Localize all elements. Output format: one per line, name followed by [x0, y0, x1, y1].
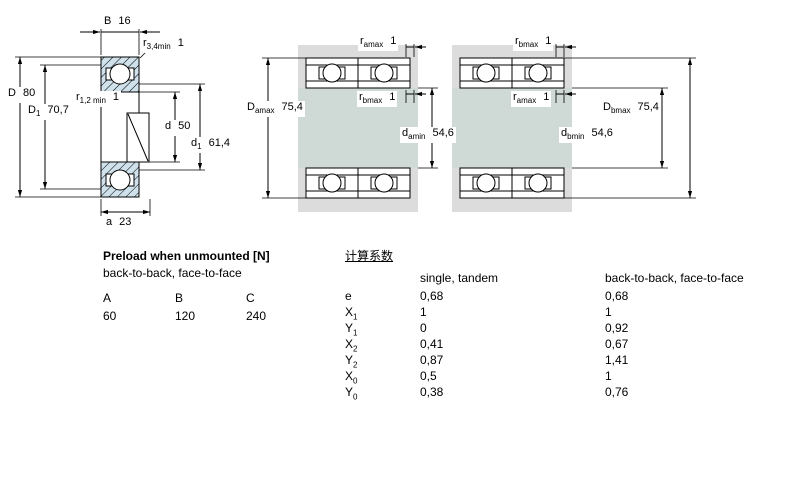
factors-row-x0: X0 0,5 1 — [345, 369, 775, 386]
factor-value-btb: 0,76 — [605, 385, 629, 399]
pair-b-dimensions — [555, 44, 696, 199]
preload-title: Preload when unmounted [N] — [103, 249, 270, 263]
factor-value-btb: 0,67 — [605, 337, 629, 351]
factor-value-btb: 1,41 — [605, 353, 629, 367]
factors-row-e: e 0,68 0,68 — [345, 289, 775, 304]
factor-symbol: Y1 — [345, 321, 358, 338]
factor-value-single: 1 — [420, 305, 427, 319]
factor-value-single: 0,38 — [420, 385, 444, 399]
factor-value-single: 0,5 — [420, 369, 437, 383]
paired-bearing-drawing-b — [451, 44, 573, 213]
factors-col1-header: single, tandem — [420, 271, 499, 285]
factors-row-x2: X2 0,41 0,67 — [345, 337, 775, 354]
preload-subtitle: back-to-back, face-to-face — [103, 266, 242, 280]
factor-value-single: 0,87 — [420, 353, 444, 367]
factor-value-btb: 0,68 — [605, 289, 629, 303]
preload-header-a: A — [103, 291, 112, 305]
preload-header-b: B — [175, 291, 184, 305]
factor-value-single: 0 — [420, 321, 427, 335]
factor-symbol: Y2 — [345, 353, 358, 370]
factor-value-btb: 1 — [605, 305, 612, 319]
factors-row-x1: X1 1 1 — [345, 305, 775, 322]
preload-value-a: 60 — [103, 309, 117, 323]
factor-value-single: 0,41 — [420, 337, 444, 351]
factor-value-btb: 0,92 — [605, 321, 629, 335]
factors-col2-header: back-to-back, face-to-face — [605, 271, 744, 285]
factor-symbol: X1 — [345, 305, 358, 322]
preload-value-c: 240 — [246, 309, 267, 323]
left-bearing-drawing — [100, 56, 150, 198]
preload-header-c: C — [246, 291, 255, 305]
factors-row-y0: Y0 0,38 0,76 — [345, 385, 775, 402]
factor-symbol: e — [345, 289, 352, 303]
factor-value-single: 0,68 — [420, 289, 444, 303]
factors-row-y2: Y2 0,87 1,41 — [345, 353, 775, 370]
left-drawing-dimensions — [15, 29, 205, 216]
factors-row-y1: Y1 0 0,92 — [345, 321, 775, 338]
factor-symbol: X0 — [345, 369, 358, 386]
calculation-factors-title[interactable]: 计算系数 — [345, 249, 394, 263]
preload-value-b: 120 — [175, 309, 196, 323]
factor-value-btb: 1 — [605, 369, 612, 383]
factor-symbol: Y0 — [345, 385, 358, 402]
factor-symbol: X2 — [345, 337, 358, 354]
